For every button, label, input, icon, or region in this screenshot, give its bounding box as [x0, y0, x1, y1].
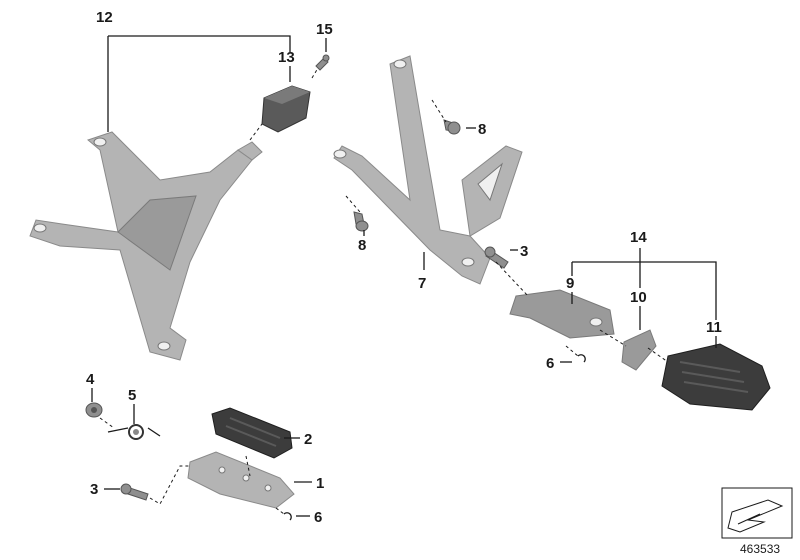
callout-10: 10 — [630, 289, 647, 306]
circlip-left — [283, 512, 292, 521]
footrest-left — [187, 451, 295, 509]
bolt-upper — [443, 119, 461, 135]
callout-4: 4 — [86, 371, 95, 388]
callout-11: 11 — [706, 319, 722, 336]
left-footrest-bracket — [29, 131, 263, 361]
callout-1: 1 — [316, 475, 324, 492]
callout-9: 9 — [566, 275, 574, 292]
callout-12: 12 — [96, 9, 113, 26]
right-footrest-bracket — [333, 55, 523, 285]
bolt-left — [120, 483, 149, 501]
callout-5: 5 — [128, 387, 136, 404]
spring — [107, 424, 161, 440]
callout-14: 14 — [630, 229, 647, 246]
callout-8-upper: 8 — [478, 121, 486, 138]
circlip-right — [577, 354, 586, 363]
callout-8-lower: 8 — [358, 237, 366, 254]
callout-7: 7 — [418, 275, 426, 292]
callout-3-left: 3 — [90, 481, 98, 498]
callout-6-left: 6 — [314, 509, 322, 526]
callout-3-right: 3 — [520, 243, 528, 260]
footrest-mount — [509, 289, 615, 339]
bolt-lower — [353, 211, 369, 232]
bolt-right — [484, 246, 509, 269]
callout-15: 15 — [316, 21, 333, 38]
mounting-block — [261, 85, 311, 133]
rubber-pad-left — [211, 407, 293, 459]
spring-bushing — [85, 402, 103, 418]
exploded-view-symbol — [721, 487, 793, 539]
callout-6-right: 6 — [546, 355, 554, 372]
callout-2: 2 — [304, 431, 312, 448]
callout-13: 13 — [278, 49, 295, 66]
clip-right — [621, 329, 657, 371]
rubber-pad-right — [661, 343, 771, 411]
part-number: 463533 — [740, 542, 780, 556]
screw — [315, 54, 330, 71]
